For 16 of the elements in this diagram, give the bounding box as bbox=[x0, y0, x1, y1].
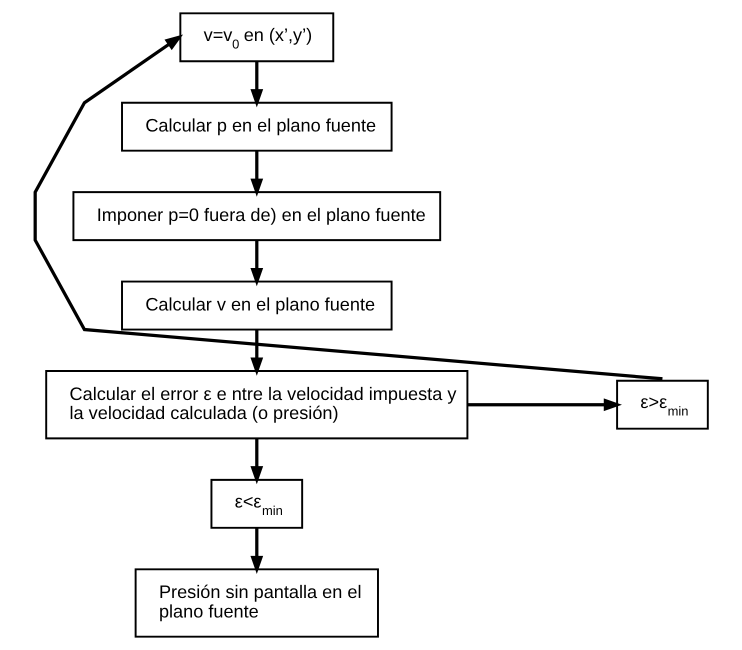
arrow bbox=[250, 528, 263, 574]
node-box: Presión sin pantalla en el plano fuente bbox=[134, 568, 378, 638]
node-box: Calcular p en el plano fuente bbox=[120, 102, 392, 152]
node-box: v=v$_{0}$ en (x’,y’) bbox=[178, 12, 334, 62]
arrow bbox=[250, 61, 263, 108]
arrow bbox=[33, 34, 662, 380]
arrow bbox=[250, 438, 263, 484]
node-box: Calcular el error ε e ntre la velocidad impuesta y la velocidad calculada (o presión) bbox=[44, 370, 468, 440]
node-box: ε<ε$_{min}$ bbox=[210, 478, 303, 529]
arrow bbox=[250, 150, 263, 197]
arrow bbox=[467, 398, 622, 412]
arrow bbox=[250, 330, 263, 376]
node-box: Imponer p=0 fuera de) en el plano fuente bbox=[72, 191, 441, 242]
node-box: ε>ε$_{min}$ bbox=[616, 380, 708, 430]
node-box: Calcular v en el plano fuente bbox=[120, 280, 392, 330]
arrow bbox=[250, 240, 263, 286]
